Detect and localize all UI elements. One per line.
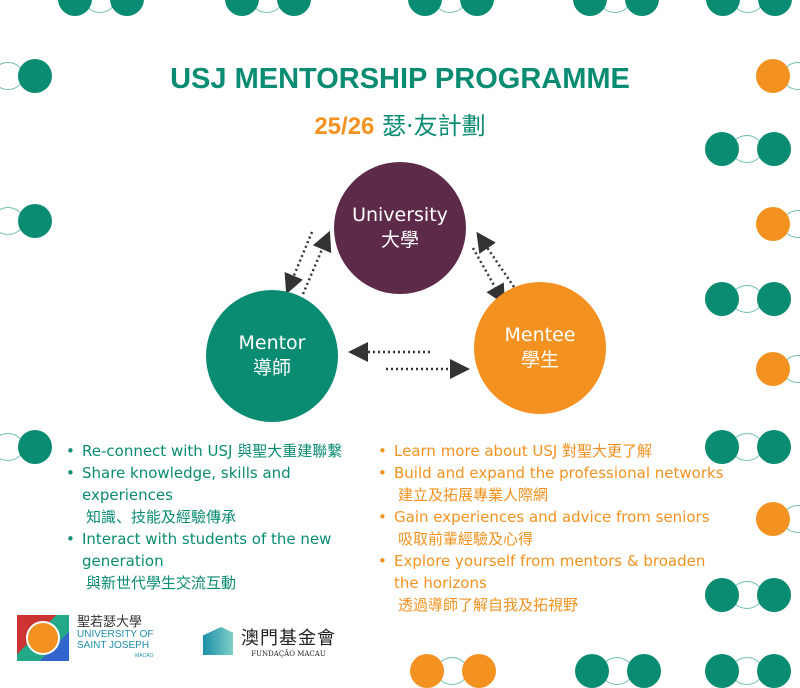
fm-name-zh: 澳門基金會: [241, 628, 336, 649]
mentee-label: Mentee: [504, 324, 576, 346]
circle-pair-decoration: [756, 352, 800, 386]
circle-pair-decoration: [705, 282, 795, 316]
circle-pair-decoration: [705, 132, 795, 166]
item-text-zh: 建立及拓展專業人際網: [398, 486, 549, 504]
list-item: Re-connect with USJ 與聖大重建聯繫: [64, 440, 354, 462]
item-text: Re-connect with USJ 與聖大重建聯繫: [82, 442, 343, 460]
circle-pair-decoration: [225, 0, 315, 16]
page-title: USJ MENTORSHIP PROGRAMME: [170, 63, 630, 95]
university-label: University: [352, 204, 448, 226]
usj-name-line1: UNIVERSITY OF: [77, 629, 154, 640]
relationship-arrows: [284, 230, 516, 379]
usj-logo: 聖若瑟大學 UNIVERSITY OF SAINT JOSEPH MACAO: [17, 614, 154, 662]
circle-pair-decoration: [408, 0, 498, 16]
page-subtitle: 25/26 瑟·友計劃: [0, 106, 800, 141]
usj-emblem-icon: [17, 615, 69, 661]
circle-pair-decoration: [573, 0, 663, 16]
fundacao-macau-logo: 澳門基金會 FUNDAÇÃO MACAU: [203, 624, 336, 658]
item-text: Explore yourself from mentors & broaden …: [394, 552, 706, 592]
usj-name-line2: SAINT JOSEPH: [77, 640, 150, 651]
circle-pair-decoration: [756, 59, 800, 93]
mentor-label-zh: 導師: [252, 357, 291, 379]
university-label-zh: 大學: [380, 229, 419, 251]
usj-name-line3: MACAO: [135, 653, 154, 659]
list-item: Gain experiences and advice from seniors…: [376, 506, 726, 550]
circle-pair-decoration: [756, 207, 800, 241]
item-text: Share knowledge, skills and experiences: [82, 464, 291, 504]
list-item: Build and expand the professional networ…: [376, 462, 726, 506]
circle-pair-decoration: [58, 0, 148, 16]
mentor-label: Mentor: [238, 332, 306, 354]
list-item: Explore yourself from mentors & broaden …: [376, 550, 726, 616]
list-item: Share knowledge, skills and experiences 知…: [64, 462, 354, 528]
item-text: Gain experiences and advice from seniors: [394, 508, 710, 526]
circle-pair-decoration: [0, 204, 56, 238]
item-text: Build and expand the professional networ…: [394, 464, 724, 482]
circle-pair-decoration: [0, 59, 56, 93]
circle-pair-decoration: [706, 0, 796, 16]
mentor-node: Mentor 導師: [206, 290, 338, 422]
item-text-zh: 透過導師了解自我及拓視野: [398, 596, 579, 614]
item-text: Interact with students of the new genera…: [82, 530, 332, 570]
fm-emblem-icon: [203, 627, 233, 655]
university-node: University 大學: [334, 162, 466, 294]
list-item: Interact with students of the new genera…: [64, 528, 354, 594]
programme-chinese-name: 瑟·友計劃: [382, 112, 486, 140]
item-text-zh: 吸取前輩經驗及心得: [398, 530, 534, 548]
item-text-zh: 與新世代學生交流互動: [86, 574, 237, 592]
mentee-label-zh: 學生: [520, 349, 559, 371]
circle-pair-decoration: [0, 430, 56, 464]
usj-name-zh: 聖若瑟大學: [77, 614, 143, 629]
item-text-zh: 知識、技能及經驗傳承: [86, 508, 237, 526]
item-text: Learn more about USJ 對聖大更了解: [394, 442, 653, 460]
mentee-node: Mentee 學生: [474, 282, 606, 414]
mentor-benefits-list: Re-connect with USJ 與聖大重建聯繫 Share knowle…: [64, 440, 354, 594]
year: 25/26: [314, 113, 375, 140]
circle-pair-decoration: [756, 502, 800, 536]
mentee-benefits-list: Learn more about USJ 對聖大更了解 Build and ex…: [376, 440, 726, 616]
fm-name-en: FUNDAÇÃO MACAU: [251, 650, 326, 658]
list-item: Learn more about USJ 對聖大更了解: [376, 440, 726, 462]
